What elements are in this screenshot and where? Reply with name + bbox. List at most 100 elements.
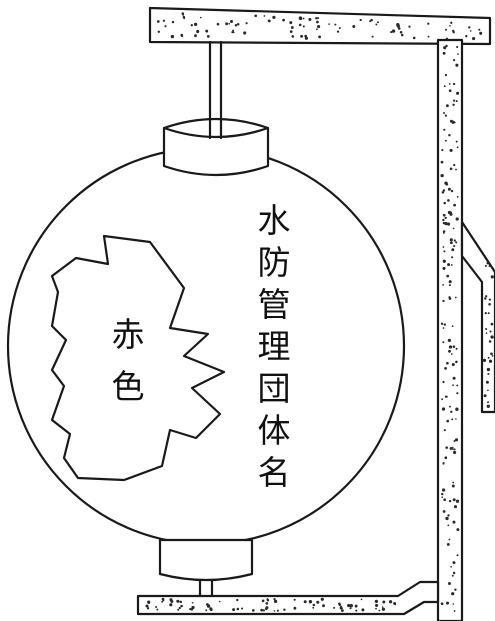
speckle-dot [254,14,258,18]
speckle-dot [191,605,195,610]
speckle-dot [443,429,446,432]
org-char-1: 水 [258,201,291,240]
speckle-dot [452,31,455,34]
speckle-dot [448,538,451,541]
speckle-dot [452,82,456,86]
speckle-dot [450,264,453,266]
speckle-dot [148,602,150,605]
speckle-dot [444,216,447,220]
speckle-dot [162,19,166,22]
speckle-dot [443,498,447,502]
speckle-dot [485,328,488,330]
speckle-dot [300,34,304,38]
speckle-dot [276,609,279,612]
speckle-dot [450,241,453,245]
speckle-dot [442,299,445,303]
speckle-dot [260,608,264,612]
speckle-dot [469,30,472,32]
speckle-dot [442,380,445,384]
top-beam [148,6,492,46]
speckle-dot [456,196,459,198]
speckle-dot [445,446,448,449]
speckle-dot [446,419,450,423]
speckle-dot [236,22,240,26]
speckle-dot [316,20,319,24]
speckle-dot [445,104,449,108]
org-char-2: 防 [258,243,291,282]
speckle-dot [442,246,445,248]
speckle-dot [444,114,447,117]
speckle-dot [491,355,494,357]
speckle-dot [427,22,430,25]
speckle-dot [334,23,337,26]
speckle-dot [266,598,270,602]
speckle-dot [490,322,494,326]
speckle-dot [452,481,455,484]
speckle-dot [180,604,183,608]
speckle-dot [354,604,358,608]
speckle-dot [442,327,445,329]
speckle-dot [483,394,487,398]
speckle-dot [485,380,489,384]
speckle-dot [447,263,451,267]
speckle-dot [318,35,322,39]
speckle-dot [312,606,315,609]
speckle-dot [170,34,175,39]
speckle-dot [236,598,239,602]
speckle-dot [444,395,448,398]
speckle-dot [485,332,488,335]
speckle-dot [455,140,458,143]
speckle-dot [229,19,234,24]
speckle-dot [487,401,489,404]
speckle-dot [451,120,455,124]
speckle-dot [347,603,351,608]
speckle-dot [455,217,459,221]
speckle-dot [449,405,451,408]
speckle-dot [453,244,456,248]
speckle-dot [289,30,293,33]
speckle-dot [394,603,397,606]
speckle-dot [443,112,445,114]
speckle-dot [487,389,489,392]
speckle-dot [156,608,159,611]
speckle-dot [443,323,446,326]
speckle-dot [484,264,487,267]
speckle-dot [452,345,456,348]
speckle-dot [181,35,184,38]
speckle-dot [444,181,448,185]
speckle-dot [452,571,456,575]
speckle-dot [453,99,456,102]
speckle-dot [465,35,468,38]
speckle-dot [374,599,379,604]
speckle-dot [455,241,458,244]
speckle-dot [451,256,454,259]
speckle-dot [336,30,340,33]
speckle-dot [273,597,276,601]
speckle-dot [450,353,453,355]
speckle-dot [454,438,459,442]
speckle-dot [216,22,220,26]
speckle-dot [442,51,446,55]
speckle-dot [441,191,445,194]
speckle-dot [443,250,446,253]
speckle-dot [191,601,194,604]
speckle-dot [341,607,343,610]
speckle-dot [232,608,236,612]
speckle-dot [448,296,451,299]
speckle-dot [484,312,487,315]
speckle-dot [381,606,384,608]
speckle-dot [442,221,446,225]
speckle-dot [312,603,316,607]
speckle-dot [162,599,165,602]
speckle-dot [157,30,161,34]
speckle-dot [316,17,320,20]
speckle-dot [267,19,271,23]
speckle-dot [442,213,446,217]
speckle-dot [370,18,373,22]
speckle-dot [251,609,255,612]
speckle-dot [170,600,174,603]
speckle-dot [449,238,453,242]
speckle-dot [450,189,454,193]
speckle-dot [273,599,278,604]
